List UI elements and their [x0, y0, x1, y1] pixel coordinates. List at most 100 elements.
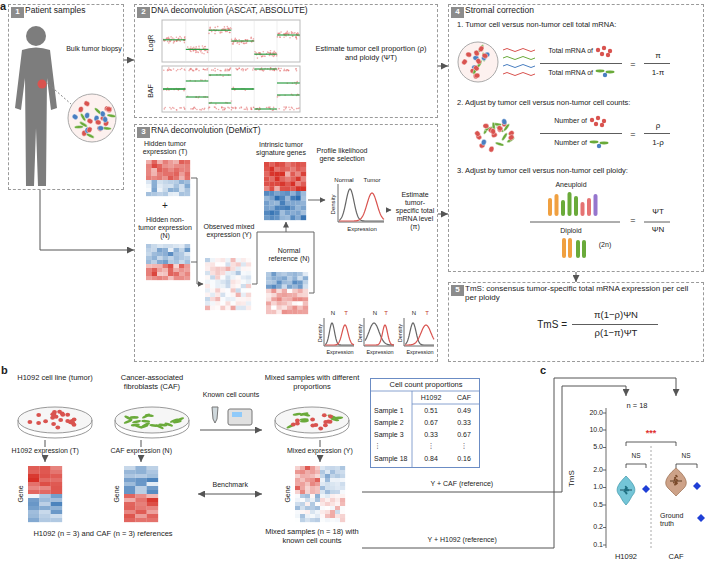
baf-point — [245, 69, 247, 71]
chromosome-divider — [254, 67, 255, 111]
heatmap-cell — [51, 498, 62, 502]
violin-part — [617, 476, 635, 505]
connector — [40, 190, 134, 250]
density-axis-part — [338, 184, 384, 222]
heatmap-cell — [157, 168, 163, 172]
heatmap-cell — [300, 486, 305, 490]
heatmap-cell — [246, 258, 251, 262]
segment-line — [209, 102, 232, 103]
logr-point — [295, 37, 297, 39]
heatmap-cell — [292, 297, 297, 301]
heatmap-cell — [266, 285, 271, 289]
chromosome-icon-part — [587, 198, 591, 216]
cell-icon — [602, 119, 606, 123]
heatmap-cell — [340, 514, 345, 518]
baf-point — [218, 109, 220, 111]
heatmap-cell — [39, 482, 50, 486]
node-text: Number of — [541, 139, 587, 147]
node-text: CAF — [449, 394, 479, 402]
baf-point — [192, 108, 194, 110]
heatmap-cell — [168, 276, 174, 280]
heatmap-cell — [220, 271, 225, 275]
heatmap-cell — [28, 482, 39, 486]
heatmap-cell — [269, 210, 274, 215]
cell — [328, 414, 333, 418]
logr-point — [198, 52, 200, 54]
heatmap-cell — [39, 470, 50, 474]
edge-label: Y + CAF (reference) — [430, 480, 495, 488]
heatmap-cell — [300, 466, 305, 470]
heatmap-cell — [301, 177, 306, 182]
heatmap-cell — [157, 252, 163, 256]
logr-point — [229, 28, 231, 30]
connector — [438, 66, 448, 67]
heatmap-cell — [310, 482, 315, 486]
heatmap-cell — [157, 192, 163, 196]
heatmap-cell — [168, 164, 174, 168]
heatmap-cell — [231, 258, 236, 262]
plot-axis-part — [606, 408, 607, 548]
heatmap-cell — [280, 172, 285, 177]
cell-icon — [602, 46, 606, 50]
heatmap-cell — [282, 276, 287, 280]
baf-point — [171, 70, 173, 72]
logr-point — [261, 56, 263, 58]
baf-point — [273, 107, 275, 109]
heatmap-cell — [280, 201, 285, 206]
heatmap-cell — [275, 177, 280, 182]
node-text: NS — [676, 452, 696, 459]
data-point — [625, 489, 627, 491]
baf-point — [181, 68, 183, 70]
connector — [362, 378, 676, 548]
baf-point — [206, 69, 208, 71]
node-text: Density — [397, 324, 403, 342]
culture-dish-drawing-part — [275, 420, 349, 438]
logr-point — [174, 41, 176, 43]
logr-point — [217, 26, 219, 28]
baf-point — [190, 108, 192, 110]
data-point — [674, 477, 676, 479]
cnv-plot-frame — [162, 20, 300, 112]
baf-point — [278, 68, 280, 70]
heatmap-cell — [231, 297, 236, 301]
chromosome-icon-part — [576, 240, 580, 258]
heatmap-cell — [185, 260, 191, 264]
logr-point — [279, 36, 281, 38]
node-text: LogR — [147, 35, 155, 52]
node-text: *** — [639, 428, 663, 438]
baf-point — [195, 69, 197, 71]
heatmap-cell — [285, 181, 290, 186]
logr-point — [262, 55, 264, 57]
heatmap-cell — [135, 482, 146, 486]
segment-line — [186, 80, 209, 81]
logr-point — [209, 27, 211, 29]
heatmap-cell — [174, 260, 180, 264]
baf-point — [221, 107, 223, 109]
heatmap-cell — [275, 181, 280, 186]
heatmap-cell — [215, 280, 220, 284]
heatmap-cell — [236, 275, 241, 279]
logr-point — [246, 42, 248, 44]
baf-point — [259, 107, 261, 109]
heatmap-cell — [305, 502, 310, 506]
logr-point — [228, 28, 230, 30]
baf-point — [203, 109, 205, 111]
cell — [68, 420, 73, 424]
node-text: 0.2 — [578, 523, 603, 531]
heatmap-cell — [39, 486, 50, 490]
heatmap-cell — [246, 275, 251, 279]
heatmap-cell — [335, 486, 340, 490]
baf-point — [221, 106, 223, 108]
heatmap-cell — [282, 293, 287, 297]
data-point — [675, 483, 677, 485]
logr-point — [173, 42, 175, 44]
heatmap-cell — [179, 260, 185, 264]
baf-point — [216, 108, 218, 110]
heatmap-cell — [205, 297, 210, 301]
node-text: Expression — [401, 349, 439, 355]
heatmap-cell — [340, 470, 345, 474]
logr-point — [280, 31, 282, 33]
logr-point — [261, 56, 263, 58]
heatmap-cell — [163, 260, 169, 264]
heatmap-cell — [290, 172, 295, 177]
